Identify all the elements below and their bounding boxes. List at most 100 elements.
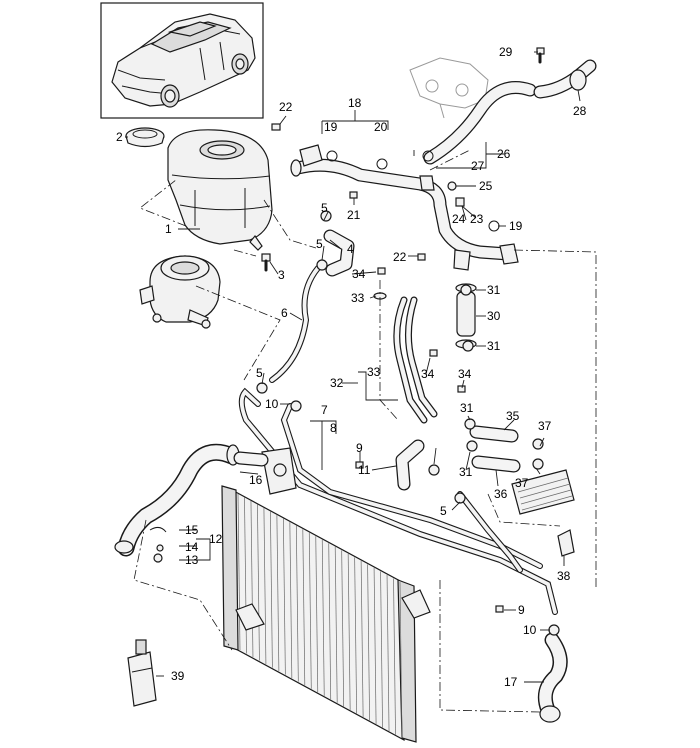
callout-label-18: 18 bbox=[348, 96, 362, 110]
expansion-tank bbox=[167, 129, 273, 251]
leader-lines bbox=[125, 51, 581, 683]
radiator-fin bbox=[308, 532, 312, 689]
callout-label-13: 13 bbox=[185, 553, 199, 567]
callout-label-10b: 10 bbox=[523, 623, 537, 637]
callout-label-35: 35 bbox=[506, 409, 520, 423]
callout-label-26: 26 bbox=[497, 147, 511, 161]
callout-label-19b: 19 bbox=[509, 219, 523, 233]
o-ring-20 bbox=[376, 158, 388, 170]
callout-label-22a: 22 bbox=[279, 100, 293, 114]
o-ring-27 bbox=[422, 150, 434, 162]
part-25 bbox=[447, 181, 457, 191]
coolant-pipe-assembly-18 bbox=[290, 144, 519, 271]
part-23 bbox=[455, 197, 465, 207]
clip-13 bbox=[153, 553, 163, 563]
callout-label-22b: 22 bbox=[393, 250, 407, 264]
o-ring-19b bbox=[488, 220, 500, 232]
clamp-10a bbox=[290, 400, 302, 412]
bolt-34c bbox=[457, 385, 466, 393]
radiator bbox=[221, 485, 431, 743]
callout-label-31c: 31 bbox=[460, 401, 474, 415]
radiator-fin bbox=[373, 567, 377, 724]
callout-label-24: 24 bbox=[452, 212, 466, 226]
hose-26 bbox=[423, 81, 537, 165]
oil-cooler bbox=[511, 438, 575, 515]
clamp-5e bbox=[454, 492, 466, 504]
bolt-21 bbox=[349, 191, 358, 199]
coolant-pipe-7 bbox=[238, 387, 558, 615]
clip-15 bbox=[149, 526, 167, 533]
callout-label-8: 8 bbox=[330, 421, 337, 435]
clamp-10b bbox=[548, 624, 560, 636]
o-ring-19a bbox=[326, 150, 338, 162]
clamp-31c bbox=[464, 418, 476, 430]
callout-label-11: 11 bbox=[358, 463, 371, 477]
coolant-pump-housing bbox=[139, 255, 221, 329]
callout-label-31d: 31 bbox=[459, 465, 473, 479]
callout-label-31b: 31 bbox=[487, 339, 501, 353]
callout-label-20: 20 bbox=[374, 120, 388, 134]
callout-label-19a: 19 bbox=[324, 120, 338, 134]
small-fasteners bbox=[149, 123, 560, 636]
radiator-fin bbox=[380, 571, 383, 728]
ghost-engine-fitting bbox=[409, 57, 489, 119]
callout-label-2: 2 bbox=[116, 130, 123, 144]
bolt-34b bbox=[429, 349, 438, 357]
callout-label-9a: 9 bbox=[356, 441, 363, 455]
radiator-fin bbox=[250, 501, 254, 658]
callout-label-5a: 5 bbox=[321, 201, 328, 215]
callout-label-34c: 34 bbox=[458, 367, 472, 381]
callout-label-38: 38 bbox=[557, 569, 571, 583]
callout-label-9b: 9 bbox=[518, 603, 525, 617]
radiator-fin bbox=[386, 574, 390, 731]
callout-label-14: 14 bbox=[185, 540, 199, 554]
callout-label-4: 4 bbox=[347, 242, 354, 256]
radiator-fin bbox=[270, 511, 273, 668]
callout-label-34a: 34 bbox=[352, 267, 366, 281]
bolt-34a bbox=[377, 267, 386, 275]
radiator-hose-12 bbox=[114, 443, 241, 557]
clamp-5b bbox=[316, 259, 328, 271]
part-14 bbox=[156, 544, 164, 552]
radiator-fin bbox=[321, 539, 325, 696]
callout-label-5c: 5 bbox=[256, 366, 263, 380]
callout-label-32: 32 bbox=[330, 376, 344, 390]
callout-labels: 1 2 3 4 5 5 5 5 6 7 8 9 9 10 10 11 12 13… bbox=[116, 45, 587, 689]
callout-label-37b: 37 bbox=[515, 476, 529, 490]
pipe-assembly-32 bbox=[393, 296, 438, 424]
radiator-fin bbox=[237, 493, 241, 651]
expansion-tank-cap bbox=[125, 127, 165, 148]
bolt-22b bbox=[417, 253, 426, 261]
callout-label-29: 29 bbox=[499, 45, 513, 59]
hose-connector-28 bbox=[533, 59, 597, 99]
bolt-9a bbox=[355, 461, 364, 469]
hose-35 bbox=[469, 425, 519, 443]
clamp-31a bbox=[460, 284, 472, 296]
callout-label-39: 39 bbox=[171, 669, 185, 683]
thermostat-housing-16 bbox=[233, 447, 297, 495]
radiator-fin bbox=[354, 557, 357, 714]
callout-label-10a: 10 bbox=[265, 397, 279, 411]
callout-label-3: 3 bbox=[278, 268, 285, 282]
callout-label-27: 27 bbox=[471, 159, 485, 173]
radiator-fin bbox=[367, 564, 370, 721]
callout-label-28: 28 bbox=[573, 104, 587, 118]
coolant-bottle-39 bbox=[127, 639, 157, 707]
radiator-fin bbox=[295, 525, 299, 682]
hose-6 bbox=[269, 265, 321, 383]
radiator-fin bbox=[283, 518, 286, 675]
vehicle-inset bbox=[100, 2, 264, 119]
callout-label-33b: 33 bbox=[367, 365, 381, 379]
radiator-fin bbox=[399, 581, 403, 739]
bolt-3 bbox=[261, 253, 271, 272]
radiator-fin bbox=[257, 504, 260, 661]
bracket-38 bbox=[557, 529, 575, 557]
radiator-fin bbox=[393, 578, 396, 735]
radiator-fin bbox=[315, 536, 319, 693]
callout-label-16: 16 bbox=[249, 473, 263, 487]
clamp-5c bbox=[256, 382, 268, 394]
radiator-fin bbox=[347, 553, 351, 710]
radiator-fin bbox=[289, 522, 293, 679]
callout-label-5b: 5 bbox=[316, 237, 323, 251]
